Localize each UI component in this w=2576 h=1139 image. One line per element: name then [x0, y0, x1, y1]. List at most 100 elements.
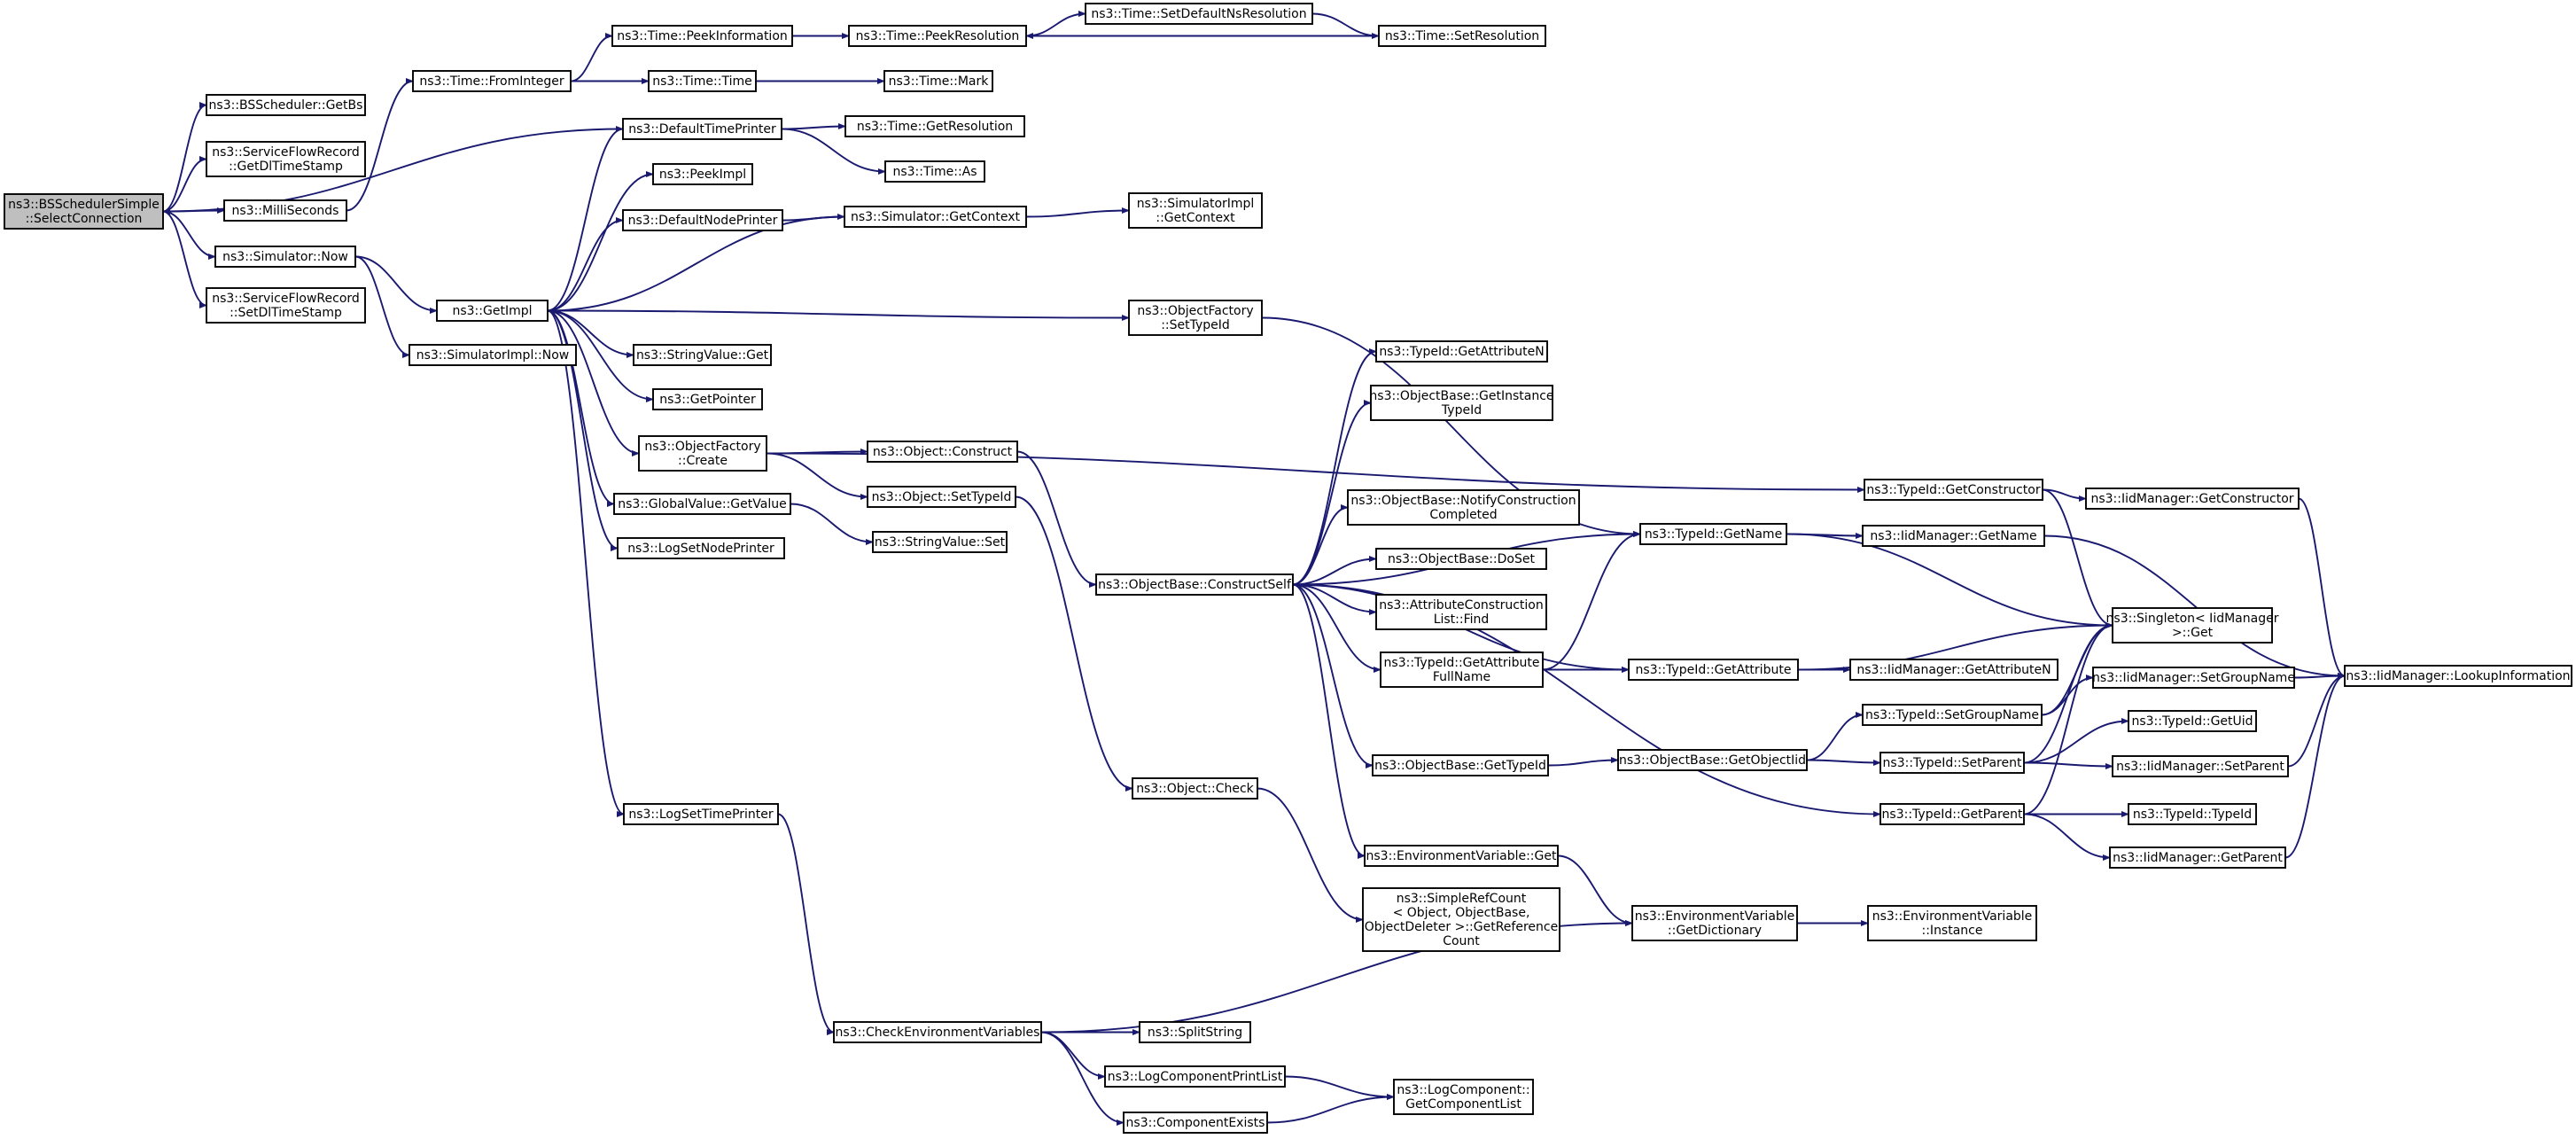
node-ns3-simplerefcount-object-objectbase-objectdeleter-getreference-count[interactable]: ns3::SimpleRefCount< Object, ObjectBase,… [1362, 887, 1560, 952]
node-box [1375, 340, 1548, 363]
node-ns3-iidmanager-lookupinformation[interactable]: ns3::IidManager::LookupInformation [2344, 665, 2572, 687]
node-ns3-getimpl[interactable]: ns3::GetImpl [436, 300, 549, 322]
node-label: ns3::Time::SetDefaultNsResolution [1091, 7, 1306, 21]
node-ns3-object-settypeid[interactable]: ns3::Object::SetTypeId [867, 486, 1016, 508]
node-box [1864, 479, 2043, 501]
node-label: ::SelectConnection [26, 212, 143, 226]
node-ns3-typeid-getattribute[interactable]: ns3::TypeId::GetAttribute [1628, 659, 1799, 681]
call-edge [2023, 621, 2113, 764]
call-edge [2284, 672, 2346, 859]
node-ns3-defaultnodeprinter[interactable]: ns3::DefaultNodePrinter [622, 209, 783, 231]
node-ns3-object-check[interactable]: ns3::Object::Check [1132, 777, 1258, 800]
node-ns3-objectbase-getobjectiid[interactable]: ns3::ObjectBase::GetObjectIid [1617, 749, 1808, 771]
node-box [611, 25, 793, 47]
node-ns3-defaulttimeprinter[interactable]: ns3::DefaultTimePrinter [622, 118, 782, 140]
call-edge [1266, 1093, 1395, 1124]
node-ns3-iidmanager-setgroupname[interactable]: ns3::IidManager::SetGroupName [2092, 667, 2295, 689]
node-label: ns3::Time::FromInteger [419, 74, 564, 89]
node-ns3-objectbase-doset[interactable]: ns3::ObjectBase::DoSet [1375, 548, 1547, 570]
node-ns3-iidmanager-getconstructor[interactable]: ns3::IidManager::GetConstructor [2085, 488, 2300, 510]
node-label: ns3::TypeId::GetConstructor [1866, 483, 2040, 497]
node-ns3-bsscheduler-getbs[interactable]: ns3::BSScheduler::GetBs [206, 94, 366, 116]
node-label: ns3::IidManager::GetAttributeN [1856, 663, 2051, 677]
node-ns3-componentexists[interactable]: ns3::ComponentExists [1123, 1112, 1268, 1134]
call-edge [354, 255, 438, 315]
node-box [1372, 754, 1549, 776]
node-label: ns3::LogSetNodePrinter [627, 542, 774, 556]
node-ns3-milliseconds[interactable]: ns3::MilliSeconds [223, 199, 347, 222]
node-ns3-simulatorimpl-getcontext[interactable]: ns3::SimulatorImpl::GetContext [1128, 192, 1263, 229]
node-ns3-iidmanager-getname[interactable]: ns3::IidManager::GetName [1862, 525, 2045, 547]
node-ns3-environmentvariable-instance[interactable]: ns3::EnvironmentVariable::Instance [1867, 905, 2037, 941]
node-ns3-simulator-now[interactable]: ns3::Simulator::Now [214, 246, 356, 268]
node-box [1862, 525, 2045, 547]
node-ns3-time-time[interactable]: ns3::Time::Time [648, 70, 757, 92]
node-ns3-time-frominteger[interactable]: ns3::Time::FromInteger [412, 70, 572, 92]
node-box [848, 25, 1027, 47]
node-label: ns3::IidManager::GetConstructor [2090, 492, 2293, 506]
node-ns3-typeid-getattributen[interactable]: ns3::TypeId::GetAttributeN [1375, 340, 1548, 363]
node-ns3-splitstring[interactable]: ns3::SplitString [1139, 1021, 1251, 1043]
node-ns3-stringvalue-set[interactable]: ns3::StringValue::Set [872, 531, 1008, 553]
node-box [872, 531, 1008, 553]
node-ns3-serviceflowrecord-setdltimestamp[interactable]: ns3::ServiceFlowRecord::SetDlTimeStamp [206, 287, 366, 324]
node-ns3-peekimpl[interactable]: ns3::PeekImpl [652, 163, 753, 185]
node-ns3-objectbase-gettypeid[interactable]: ns3::ObjectBase::GetTypeId [1372, 754, 1549, 776]
node-label: ::Create [678, 454, 728, 468]
node-box [867, 441, 1018, 463]
node-label: ns3::LogComponentPrintList [1108, 1070, 1283, 1084]
node-ns3-typeid-getconstructor[interactable]: ns3::TypeId::GetConstructor [1864, 479, 2043, 501]
node-label: ns3::Simulator::GetContext [851, 210, 1021, 224]
node-ns3-simulatorimpl-now[interactable]: ns3::SimulatorImpl::Now [409, 344, 577, 366]
node-ns3-typeid-getname[interactable]: ns3::TypeId::GetName [1639, 523, 1787, 545]
call-edge [162, 101, 207, 213]
node-box [1867, 905, 2037, 941]
call-edge [781, 122, 846, 130]
node-ns3-iidmanager-getparent[interactable]: ns3::IidManager::GetParent [2109, 846, 2286, 869]
node-ns3-time-peekresolution[interactable]: ns3::Time::PeekResolution [848, 25, 1027, 47]
node-ns3-typeid-getuid[interactable]: ns3::TypeId::GetUid [2128, 710, 2257, 732]
node-ns3-objectbase-constructself[interactable]: ns3::ObjectBase::ConstructSelf [1095, 573, 1294, 596]
node-ns3-simulator-getcontext[interactable]: ns3::Simulator::GetContext [844, 206, 1027, 228]
node-ns3-logcomponent-getcomponentlist[interactable]: ns3::LogComponent::GetComponentList [1393, 1079, 1534, 1115]
node-ns3-time-setdefaultnsresolution[interactable]: ns3::Time::SetDefaultNsResolution [1085, 3, 1313, 25]
node-ns3-typeid-getparent[interactable]: ns3::TypeId::GetParent [1879, 803, 2025, 825]
node-box [2112, 607, 2273, 644]
node-ns3-time-mark[interactable]: ns3::Time::Mark [883, 70, 993, 92]
node-ns3-objectbase-notifyconstruction-completed[interactable]: ns3::ObjectBase::NotifyConstructionCompl… [1347, 489, 1580, 526]
function-nodes: ns3::BSSchedulerSimple::SelectConnection… [4, 3, 2572, 1134]
node-ns3-time-as[interactable]: ns3::Time::As [884, 160, 985, 183]
node-ns3-objectfactory-create[interactable]: ns3::ObjectFactory::Create [638, 435, 767, 472]
node-ns3-typeid-typeid[interactable]: ns3::TypeId::TypeId [2128, 803, 2257, 825]
node-ns3-typeid-setparent[interactable]: ns3::TypeId::SetParent [1879, 752, 2025, 774]
call-edge [547, 309, 654, 403]
node-ns3-object-construct[interactable]: ns3::Object::Construct [867, 441, 1018, 463]
node-ns3-environmentvariable-get[interactable]: ns3::EnvironmentVariable::Get [1364, 845, 1559, 867]
node-ns3-globalvalue-getvalue[interactable]: ns3::GlobalValue::GetValue [613, 493, 791, 515]
node-ns3-objectfactory-settypeid[interactable]: ns3::ObjectFactory::SetTypeId [1128, 300, 1263, 336]
node-ns3-logsettimeprinter[interactable]: ns3::LogSetTimePrinter [623, 803, 779, 825]
node-ns3-logsetnodeprinter[interactable]: ns3::LogSetNodePrinter [617, 537, 785, 559]
node-ns3-logcomponentprintlist[interactable]: ns3::LogComponentPrintList [1104, 1065, 1286, 1088]
node-ns3-checkenvironmentvariables[interactable]: ns3::CheckEnvironmentVariables [833, 1021, 1042, 1043]
node-ns3-singleton-iidmanager-get[interactable]: ns3::Singleton< IidManager>::Get [2106, 607, 2279, 644]
node-ns3-typeid-setgroupname[interactable]: ns3::TypeId::SetGroupName [1862, 704, 2043, 726]
node-ns3-getpointer[interactable]: ns3::GetPointer [652, 388, 763, 410]
node-ns3-bsschedulersimple-selectconnection[interactable]: ns3::BSSchedulerSimple::SelectConnection [4, 193, 164, 230]
node-box [1370, 385, 1553, 421]
node-ns3-iidmanager-getattributen[interactable]: ns3::IidManager::GetAttributeN [1849, 659, 2058, 681]
node-ns3-stringvalue-get[interactable]: ns3::StringValue::Get [633, 344, 772, 366]
node-ns3-time-getresolution[interactable]: ns3::Time::GetResolution [844, 115, 1025, 137]
node-box [1378, 25, 1546, 47]
node-ns3-serviceflowrecord-getdltimestamp[interactable]: ns3::ServiceFlowRecord::GetDlTimeStamp [206, 141, 366, 177]
call-edge [162, 210, 207, 309]
node-label: ns3::ObjectBase::ConstructSelf [1098, 578, 1292, 592]
node-ns3-iidmanager-setparent[interactable]: ns3::IidManager::SetParent [2112, 755, 2289, 777]
node-ns3-time-peekinformation[interactable]: ns3::Time::PeekInformation [611, 25, 793, 47]
node-ns3-environmentvariable-getdictionary[interactable]: ns3::EnvironmentVariable::GetDictionary [1631, 905, 1798, 941]
node-ns3-time-setresolution[interactable]: ns3::Time::SetResolution [1378, 25, 1546, 47]
